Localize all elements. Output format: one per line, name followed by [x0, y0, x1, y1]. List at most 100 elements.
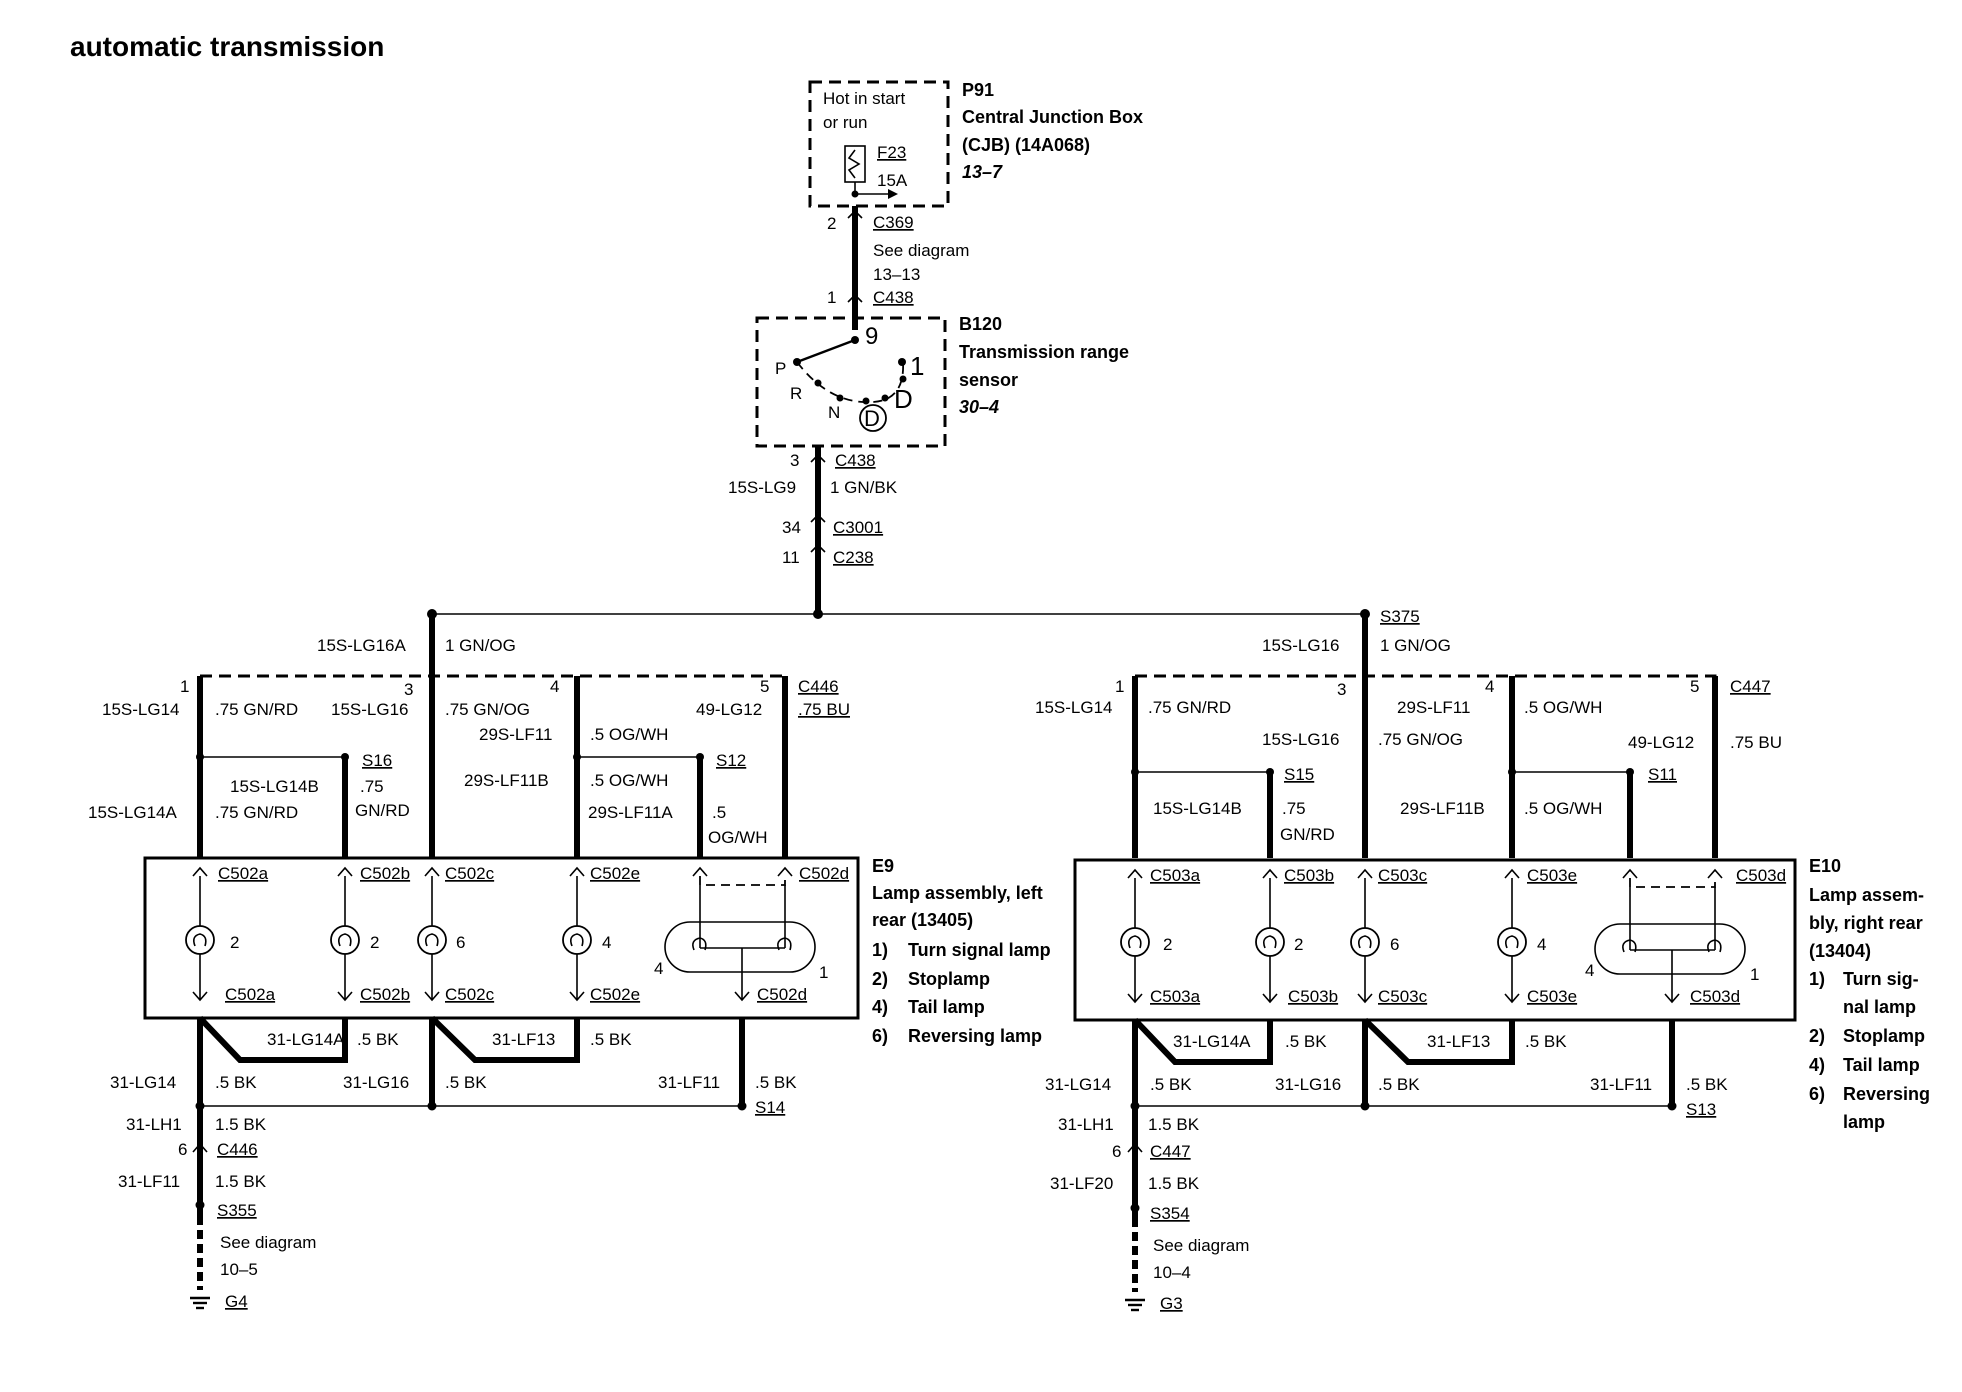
right-s375: S375	[1380, 607, 1420, 626]
fuse-icon	[844, 145, 866, 194]
left-pin-1: 1	[180, 677, 189, 696]
e9-legend-2-text: Stoplamp	[908, 969, 990, 989]
left-g14-id: 31-LG14	[110, 1073, 176, 1092]
left-lamp-big-l: 4	[654, 959, 663, 978]
right-g14a-id: 31-LG14A	[1173, 1032, 1251, 1051]
right-c503e-bot: C503e	[1527, 987, 1577, 1006]
b120-name-1: Transmission range	[959, 342, 1129, 362]
lg9-id: 15S-LG9	[728, 478, 796, 497]
left-c502c-top: C502c	[445, 864, 495, 883]
right-w14b-size2: GN/RD	[1280, 825, 1335, 844]
c238-label: C238	[833, 548, 874, 567]
e10-legend-4-num: 6)	[1809, 1084, 1825, 1104]
trunk-lower: 3 C438 15S-LG9 1 GN/BK 34 C3001 11 C238	[427, 446, 1370, 619]
left-w3-size: .75 GN/OG	[445, 700, 530, 719]
right-ground-label: G3	[1160, 1294, 1183, 1313]
right-s354: S354	[1150, 1204, 1190, 1223]
e9-box	[143, 856, 860, 1020]
right-pin-5: 5	[1690, 677, 1699, 696]
left-lamp-a-num: 2	[230, 933, 239, 952]
hot-label-2: or run	[823, 113, 867, 132]
lg16a-size: 1 GN/OG	[445, 636, 516, 655]
right-w3-id: 15S-LG16	[1262, 730, 1340, 749]
left-c446-bottom: C446	[217, 1140, 258, 1159]
pos-r: R	[790, 384, 802, 403]
right-lamp-e-num: 4	[1537, 935, 1546, 954]
right-g11-id: 31-LF11	[1590, 1075, 1652, 1094]
e10-name-3: (13404)	[1809, 941, 1871, 961]
right-harness: S375 15S-LG16 1 GN/OG 1 3 4 5 C447 15S-L…	[1035, 607, 1930, 1313]
left-s12: S12	[716, 751, 746, 770]
e9-ref: E9	[872, 856, 894, 876]
right-c503d-bot: C503d	[1690, 987, 1740, 1006]
left-g16-size: .5 BK	[445, 1073, 487, 1092]
right-lamp-icons	[1120, 878, 1746, 1002]
pin-3: 3	[790, 451, 799, 470]
right-w1-size: .75 GN/RD	[1148, 698, 1231, 717]
arrow-icon	[888, 189, 898, 199]
right-c503c-top: C503c	[1378, 866, 1428, 885]
diagram-title: automatic transmission	[70, 31, 384, 62]
right-c447: C447	[1730, 677, 1771, 696]
right-lamp-big-l: 4	[1585, 961, 1594, 980]
right-w4-id: 29S-LF11	[1397, 698, 1470, 717]
left-lamp-c-num: 6	[456, 933, 465, 952]
e9-legend-1-num: 1)	[872, 940, 888, 960]
left-g14a-id: 31-LG14A	[267, 1030, 345, 1049]
left-lamp-b-num: 2	[370, 933, 379, 952]
left-g11-size: .5 BK	[755, 1073, 797, 1092]
pin-1: 1	[827, 288, 836, 307]
lg9-size: 1 GN/BK	[830, 478, 898, 497]
left-c446: C446	[798, 677, 839, 696]
left-see-1: See diagram	[220, 1233, 316, 1252]
right-g16-size: .5 BK	[1378, 1075, 1420, 1094]
right-w3-size: .75 GN/OG	[1378, 730, 1463, 749]
left-w4-size: .5 OG/WH	[590, 725, 668, 744]
e10-legend-3-text: Tail lamp	[1843, 1055, 1920, 1075]
left-w11a-id: 29S-LF11A	[588, 803, 673, 822]
right-g14a-size: .5 BK	[1285, 1032, 1327, 1051]
left-g13-id: 31-LF13	[492, 1030, 555, 1049]
right-pin-3: 3	[1337, 680, 1346, 699]
c438-bottom-label: C438	[835, 451, 876, 470]
p91-ref: P91	[962, 80, 994, 100]
p91-name-1: Central Junction Box	[962, 107, 1143, 127]
e10-name-2: bly, right rear	[1809, 913, 1923, 933]
e10-legend-2-text: Stoplamp	[1843, 1026, 1925, 1046]
e9-name-2: rear (13405)	[872, 910, 973, 930]
c369-label: C369	[873, 213, 914, 232]
right-g14-size: .5 BK	[1150, 1075, 1192, 1094]
pos-d-circled: D	[864, 406, 880, 431]
right-g14-id: 31-LG14	[1045, 1075, 1111, 1094]
left-w11b-size: .5 OG/WH	[590, 771, 668, 790]
right-s11: S11	[1648, 765, 1677, 784]
right-lh1-id: 31-LH1	[1058, 1115, 1114, 1134]
right-lamp-c-num: 6	[1390, 935, 1399, 954]
left-w5-id: 49-LG12	[696, 700, 762, 719]
e10-legend-2-num: 2)	[1809, 1026, 1825, 1046]
see-diagram-2: 13–13	[873, 265, 920, 284]
pin-2: 2	[827, 214, 836, 233]
trunk-upper: 2 C369 See diagram 13–13 1 C438	[827, 206, 969, 330]
ground-icon	[190, 1296, 210, 1310]
e10-legend-1-text: Turn sig-	[1843, 969, 1919, 989]
sensor-box	[755, 316, 947, 448]
e10-legend-4-text2: lamp	[1843, 1112, 1885, 1132]
right-s13: S13	[1686, 1100, 1716, 1119]
left-lamp-big-r: 1	[819, 963, 828, 982]
left-lh1-size: 1.5 BK	[215, 1115, 267, 1134]
left-c502c-bot: C502c	[445, 985, 495, 1004]
pos-9: 9	[865, 323, 878, 350]
right-c503a-bot: C503a	[1150, 987, 1201, 1006]
e9-name-1: Lamp assembly, left	[872, 883, 1043, 903]
b120-range-sensor: 9 P R N D D 1 B120 Transmission range se…	[755, 314, 1129, 448]
left-ground-label: G4	[225, 1292, 248, 1311]
right-c447-bottom: C447	[1150, 1142, 1191, 1161]
right-pin-6: 6	[1112, 1142, 1121, 1161]
e9-legend-2-num: 2)	[872, 969, 888, 989]
right-c503b-top: C503b	[1284, 866, 1334, 885]
pin-34: 34	[782, 518, 801, 537]
right-c503b-bot: C503b	[1288, 987, 1338, 1006]
p91-junction-box: Hot in start or run F23 15A P91 Central …	[808, 80, 1143, 208]
left-pin-6: 6	[178, 1140, 187, 1159]
